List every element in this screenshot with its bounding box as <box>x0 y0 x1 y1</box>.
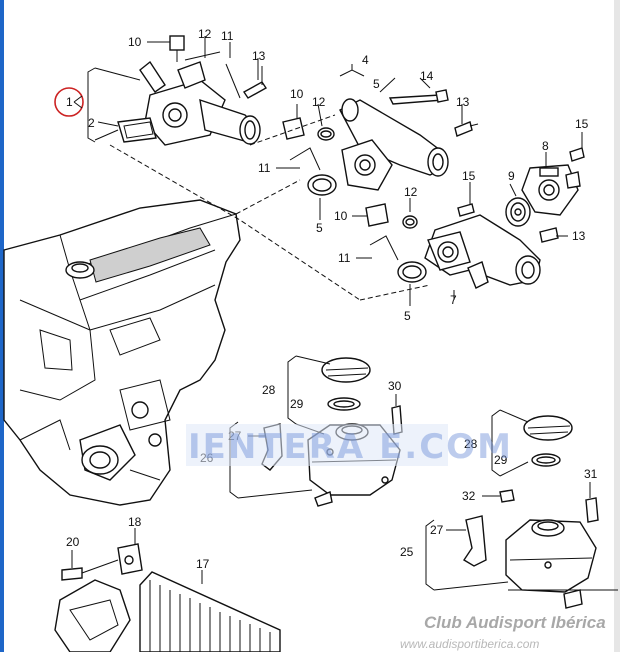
part-label-32: 32 <box>462 489 476 503</box>
part-label-12: 12 <box>198 27 212 41</box>
part-label-30: 30 <box>388 379 402 393</box>
part-label-29: 29 <box>494 453 508 467</box>
window-left-border <box>0 0 4 652</box>
club-url: www.audisportiberica.com <box>400 637 539 651</box>
part-label-13: 13 <box>572 229 586 243</box>
part-label-10: 10 <box>128 35 142 49</box>
highlight-circle <box>54 87 84 117</box>
part-group-8 <box>505 147 585 227</box>
club-name: Club Audisport Ibérica <box>424 613 606 632</box>
part-label-31: 31 <box>584 467 598 481</box>
bracket-lines <box>87 64 618 591</box>
part-label-28: 28 <box>464 437 478 451</box>
part-group-7 <box>365 203 559 289</box>
leader-lines <box>71 36 591 584</box>
part-label-13: 13 <box>456 95 470 109</box>
part-label-15: 15 <box>575 117 589 131</box>
part-group-1 <box>117 35 268 146</box>
bracket-lower <box>54 543 143 652</box>
part-label-14: 14 <box>420 69 434 83</box>
part-label-12: 12 <box>404 185 418 199</box>
window-right-border <box>614 0 620 652</box>
part-label-29: 29 <box>290 397 304 411</box>
part-label-10: 10 <box>290 87 304 101</box>
part-label-2: 2 <box>88 116 95 130</box>
part-label-11: 11 <box>338 251 351 265</box>
watermark-text: IENTERA E.COM <box>188 427 513 467</box>
watermark-band <box>186 424 448 466</box>
expansion-tank-25 <box>463 415 599 609</box>
part-label-15: 15 <box>462 169 476 183</box>
label-1-arrow <box>73 95 83 109</box>
part-label-13: 13 <box>252 49 266 63</box>
engine-block <box>3 199 241 506</box>
part-label-11: 11 <box>258 161 271 175</box>
part-label-1: 1 <box>66 95 73 109</box>
part-label-10: 10 <box>334 209 348 223</box>
radiator <box>139 571 281 652</box>
part-label-17: 17 <box>196 557 210 571</box>
part-label-8: 8 <box>542 139 549 153</box>
part-labels: 10 12 11 13 1 2 4 5 14 10 12 13 15 8 11 … <box>66 27 598 571</box>
part-label-27: 27 <box>430 523 444 537</box>
part-label-4: 4 <box>362 53 369 67</box>
part-label-25: 25 <box>400 545 414 559</box>
part-label-9: 9 <box>508 169 515 183</box>
part-group-4 <box>282 89 479 196</box>
part-label-7: 7 <box>450 293 457 307</box>
part-label-5: 5 <box>373 77 380 91</box>
part-label-11: 11 <box>221 29 234 43</box>
part-label-20: 20 <box>66 535 80 549</box>
part-label-12: 12 <box>312 95 326 109</box>
part-label-28: 28 <box>262 383 276 397</box>
part-label-5: 5 <box>404 309 411 323</box>
part-label-5: 5 <box>316 221 323 235</box>
part-label-18: 18 <box>128 515 142 529</box>
